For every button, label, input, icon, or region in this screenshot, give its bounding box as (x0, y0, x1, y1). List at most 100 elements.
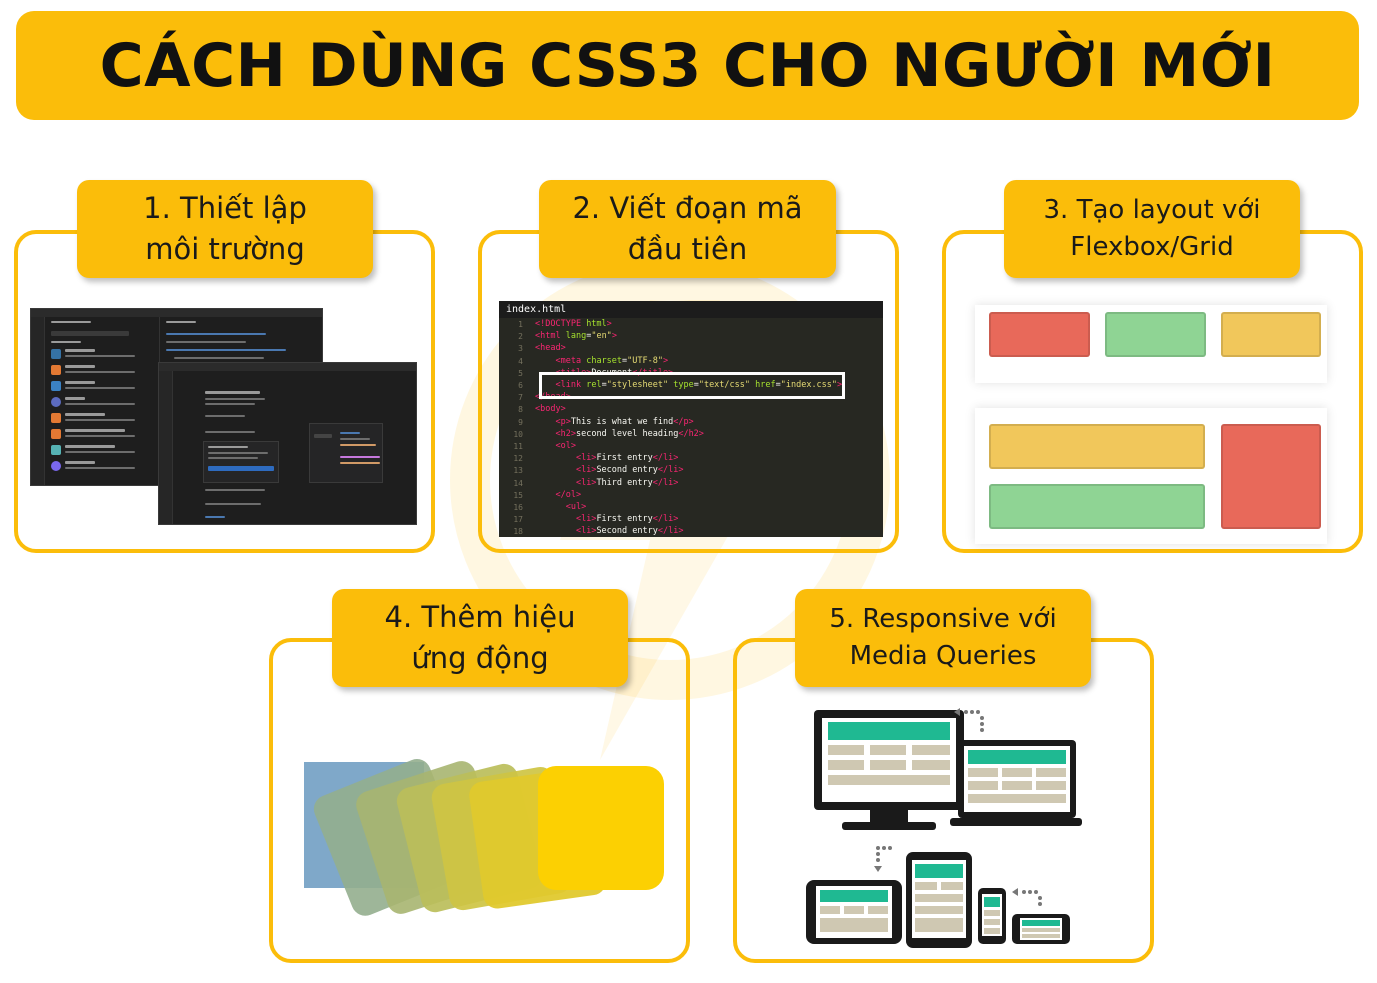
code-line-number: 11 (513, 442, 523, 451)
code-token: "text/css" (698, 380, 756, 390)
code-token: <link (555, 380, 587, 390)
code-line-number: 7 (518, 393, 523, 403)
code-token: </li> (657, 526, 684, 537)
code-token: Third entry (596, 477, 653, 488)
code-token: > (606, 319, 612, 329)
code-token: = (693, 380, 699, 390)
responsive-devices-illustration (806, 708, 1082, 948)
code-token (535, 502, 566, 512)
code-token: charset (586, 355, 623, 366)
code-line-number: 6 (518, 381, 523, 390)
code-line: <li>Second entry</li> (535, 465, 684, 476)
tablet-landscape-icon (806, 880, 902, 944)
code-line-number: 18 (513, 527, 523, 537)
code-token: </li> (652, 514, 679, 525)
code-token: > (662, 355, 669, 366)
code-line-number: 15 (513, 490, 523, 500)
step-3-label: 3. Tạo layout với Flexbox/Grid (1004, 180, 1300, 278)
code-token: > (611, 331, 617, 342)
flex-box-yellow (1221, 312, 1321, 357)
code-line: </ol> (535, 490, 581, 500)
code-token: <li> (575, 477, 597, 488)
code-token: = (601, 380, 607, 390)
code-token: <li> (575, 453, 597, 464)
code-line: <ul> (535, 502, 586, 512)
code-token (535, 465, 576, 475)
grid-box-yellow (989, 424, 1205, 469)
code-line-number: 16 (513, 503, 523, 512)
step-2-label: 2. Viết đoạn mã đầu tiên (539, 180, 836, 278)
vscode-get-started-window (158, 362, 417, 525)
arrow-icon (874, 846, 892, 872)
code-token: </ol> (555, 489, 582, 500)
step-4-label: 4. Thêm hiệu ứng động (332, 589, 628, 687)
code-line-number: 14 (513, 478, 523, 488)
code-token: <meta (555, 355, 587, 366)
code-line-number: 4 (518, 356, 523, 366)
code-line-number: 5 (518, 368, 523, 378)
code-line: <!DOCTYPE html> (535, 319, 612, 329)
code-token: = (622, 355, 628, 366)
page-title: CÁCH DÙNG CSS3 CHO NGƯỜI MỚI (99, 30, 1276, 101)
code-line-number: 2 (518, 332, 523, 342)
code-token: <p> (555, 416, 571, 427)
arrow-icon (1012, 888, 1042, 906)
code-line-number: 3 (518, 344, 523, 354)
step-5-label: 5. Responsive với Media Queries (795, 589, 1091, 687)
code-token: "UTF-8" (627, 355, 663, 366)
code-line: <p>This is what we find</p> (535, 416, 694, 427)
code-line-number: 13 (513, 466, 523, 476)
code-token: </li> (657, 465, 684, 476)
code-token: </p> (673, 416, 694, 427)
flex-box-red (989, 312, 1090, 357)
code-line-number: 12 (513, 454, 523, 464)
code-line: <html lang="en"> (535, 331, 617, 341)
code-token: </li> (652, 453, 679, 464)
code-line-number: 10 (513, 429, 523, 439)
anim-frame-final (538, 766, 664, 890)
link-line-highlight (539, 372, 845, 399)
code-token (535, 441, 555, 451)
code-token (535, 453, 576, 463)
code-token (535, 478, 576, 488)
laptop-icon (950, 740, 1082, 826)
code-token: </h2> (678, 428, 704, 439)
code-token: "index.css" (780, 380, 838, 390)
code-token: <!DOCTYPE (535, 319, 587, 329)
code-line: <head> (535, 343, 566, 353)
code-token: html (586, 319, 607, 329)
code-token: type (673, 380, 694, 390)
code-token: <head> (535, 343, 566, 354)
tablet-portrait-icon (906, 852, 972, 948)
code-token: First entry (596, 514, 653, 525)
code-token: </li> (652, 477, 679, 488)
code-token: lang (565, 331, 587, 342)
code-line-number: 1 (518, 320, 523, 329)
code-token: "en" (591, 331, 612, 342)
code-token: <ul> (565, 502, 587, 512)
code-token: <html (535, 331, 566, 342)
code-line: <meta charset="UTF-8"> (535, 356, 668, 366)
code-token: <li> (575, 465, 597, 476)
phone-icon (978, 888, 1006, 944)
code-token (535, 526, 576, 536)
code-line: <ol> (535, 441, 575, 451)
code-line: <li>Third entry</li> (535, 478, 678, 488)
code-line: <li>First entry</li> (535, 453, 678, 463)
code-token: <h2> (555, 428, 576, 439)
code-token (535, 514, 576, 524)
code-token: = (775, 380, 781, 390)
code-token: Second entry (596, 465, 658, 476)
code-token (535, 429, 555, 439)
code-token (535, 356, 555, 366)
code-line-number: 9 (518, 417, 523, 427)
code-line: <li>Second entry</li> (535, 526, 684, 537)
code-token: "stylesheet" (606, 380, 674, 390)
code-token: Second entry (596, 526, 658, 537)
code-token: = (586, 331, 592, 342)
title-banner: CÁCH DÙNG CSS3 CHO NGƯỜI MỚI (16, 11, 1359, 120)
flex-box-green (1105, 312, 1206, 357)
code-token (535, 490, 555, 500)
code-line-number: 8 (518, 405, 523, 415)
code-token (535, 417, 555, 427)
